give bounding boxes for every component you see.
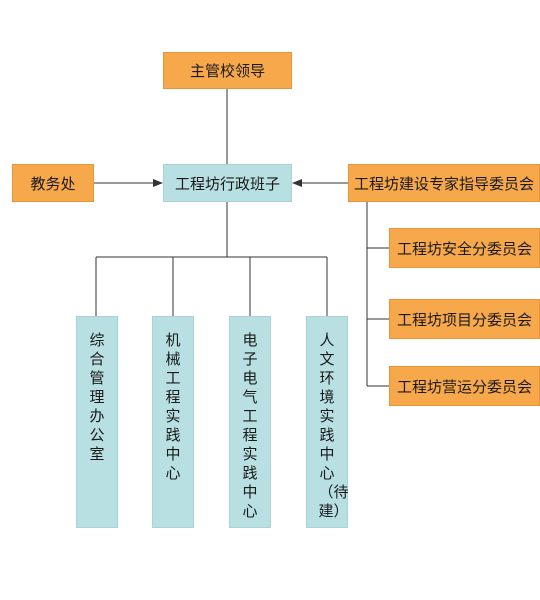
dept-humanities-center-label: 人文环境实践中心（待建） bbox=[318, 331, 349, 520]
node-project-committee: 工程坊项目分委员会 bbox=[389, 299, 540, 339]
dept-humanities-center: 人文环境实践中心（待建） bbox=[306, 316, 349, 528]
dept-general-office: 综合管理办公室 bbox=[76, 316, 118, 528]
node-admin-group-label: 工程坊行政班子 bbox=[174, 174, 280, 193]
node-expert-committee-label: 工程坊建设专家指导委员会 bbox=[353, 174, 534, 193]
node-project-committee-label: 工程坊项目分委员会 bbox=[396, 310, 532, 329]
dept-electrical-center-label: 电子电气工程实践中心 bbox=[242, 331, 258, 520]
node-academic-affairs-label: 教务处 bbox=[30, 174, 76, 193]
node-safety-committee-label: 工程坊安全分委员会 bbox=[396, 239, 532, 258]
node-school-leader-label: 主管校领导 bbox=[189, 62, 265, 80]
dept-electrical-center: 电子电气工程实践中心 bbox=[229, 316, 271, 528]
node-operations-committee: 工程坊营运分委员会 bbox=[389, 366, 540, 406]
node-expert-committee: 工程坊建设专家指导委员会 bbox=[348, 164, 540, 202]
dept-general-office-label: 综合管理办公室 bbox=[89, 331, 105, 463]
dept-mechanical-center-label: 机械工程实践中心 bbox=[165, 331, 181, 482]
node-operations-committee-label: 工程坊营运分委员会 bbox=[396, 377, 532, 396]
node-safety-committee: 工程坊安全分委员会 bbox=[389, 228, 540, 268]
node-admin-group: 工程坊行政班子 bbox=[163, 164, 292, 202]
dept-mechanical-center: 机械工程实践中心 bbox=[152, 316, 194, 528]
node-academic-affairs: 教务处 bbox=[12, 164, 94, 202]
node-school-leader: 主管校领导 bbox=[163, 52, 292, 89]
